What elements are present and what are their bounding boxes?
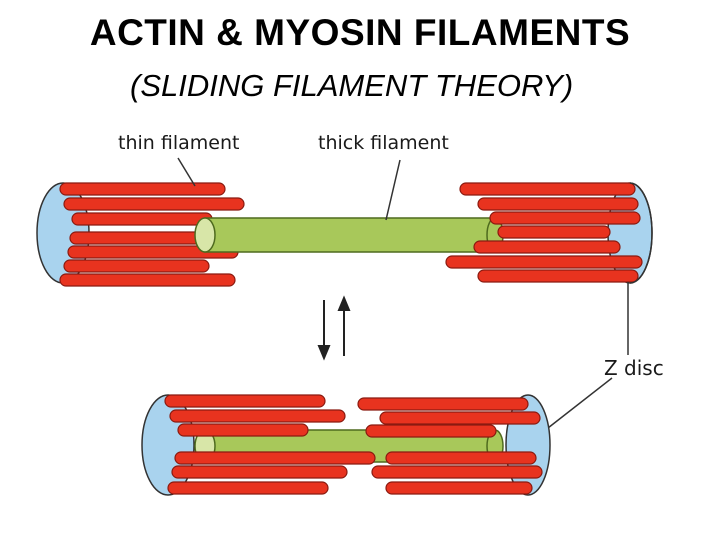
thick-filament-label: thick filament [318, 132, 449, 154]
thick-filament-top [194, 217, 504, 253]
thin-filaments-right-top [445, 182, 643, 283]
z-disc-label: Z disc [604, 356, 664, 380]
thin-filaments-left-bottom [164, 394, 376, 495]
page-subtitle: (SLIDING FILAMENT THEORY) [130, 68, 574, 103]
thick-filament-pointer [385, 159, 401, 221]
relaxed-sarcomere [36, 182, 653, 287]
thin-filaments-right-bottom [357, 397, 543, 495]
thin-filament-label: thin filament [118, 132, 240, 154]
thin-filaments-left-top [59, 182, 245, 287]
z-disc-pointer-bottom [547, 377, 613, 429]
contracted-sarcomere [141, 394, 551, 496]
thin-filament-pointer [177, 157, 196, 187]
page-title: ACTIN & MYOSIN FILAMENTS [89, 12, 631, 53]
up-down-arrows-icon [317, 295, 351, 361]
